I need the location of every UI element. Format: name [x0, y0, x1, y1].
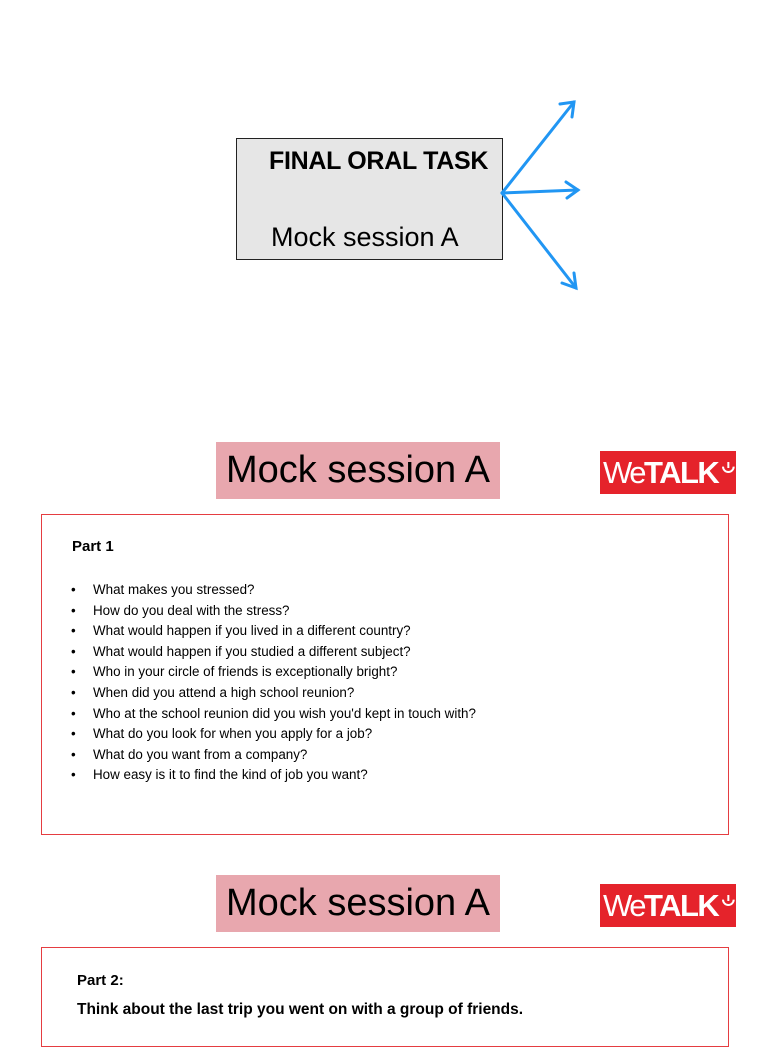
logo-mark-icon	[722, 894, 735, 906]
question-item: Who at the school reunion did you wish y…	[71, 704, 476, 725]
question-item: How do you deal with the stress?	[71, 601, 476, 622]
logo-mark-icon	[722, 461, 735, 473]
mock-session-subtitle: Mock session A	[271, 222, 459, 252]
logo-we-text: We	[603, 455, 646, 490]
question-item: How easy is it to find the kind of job y…	[71, 765, 476, 786]
title-box: FINAL ORAL TASK Mock session A	[236, 138, 503, 260]
final-oral-task-title: FINAL ORAL TASK	[269, 147, 489, 175]
question-item: What would happen if you studied a diffe…	[71, 642, 476, 663]
part2-prompt: Think about the last trip you went on wi…	[77, 1001, 524, 1018]
session-banner-1: Mock session A	[216, 442, 500, 499]
question-item: What makes you stressed?	[71, 580, 476, 601]
branch-arrows-icon	[500, 100, 581, 291]
question-item: What would happen if you lived in a diff…	[71, 621, 476, 642]
part1-question-list: What makes you stressed? How do you deal…	[71, 580, 476, 786]
question-item: What do you look for when you apply for …	[71, 724, 476, 745]
logo-talk-text: TALK	[643, 455, 720, 490]
logo-we-text: We	[603, 888, 646, 923]
question-item: When did you attend a high school reunio…	[71, 683, 476, 704]
question-item: Who in your circle of friends is excepti…	[71, 662, 476, 683]
question-item: What do you want from a company?	[71, 745, 476, 766]
part1-heading: Part 1	[72, 538, 114, 555]
part1-question-box: Part 1 What makes you stressed? How do y…	[41, 514, 729, 835]
session-banner-2: Mock session A	[216, 875, 500, 932]
part2-heading: Part 2:	[77, 972, 124, 989]
part2-question-box: Part 2: Think about the last trip you we…	[41, 947, 729, 1047]
logo-talk-text: TALK	[643, 888, 720, 923]
